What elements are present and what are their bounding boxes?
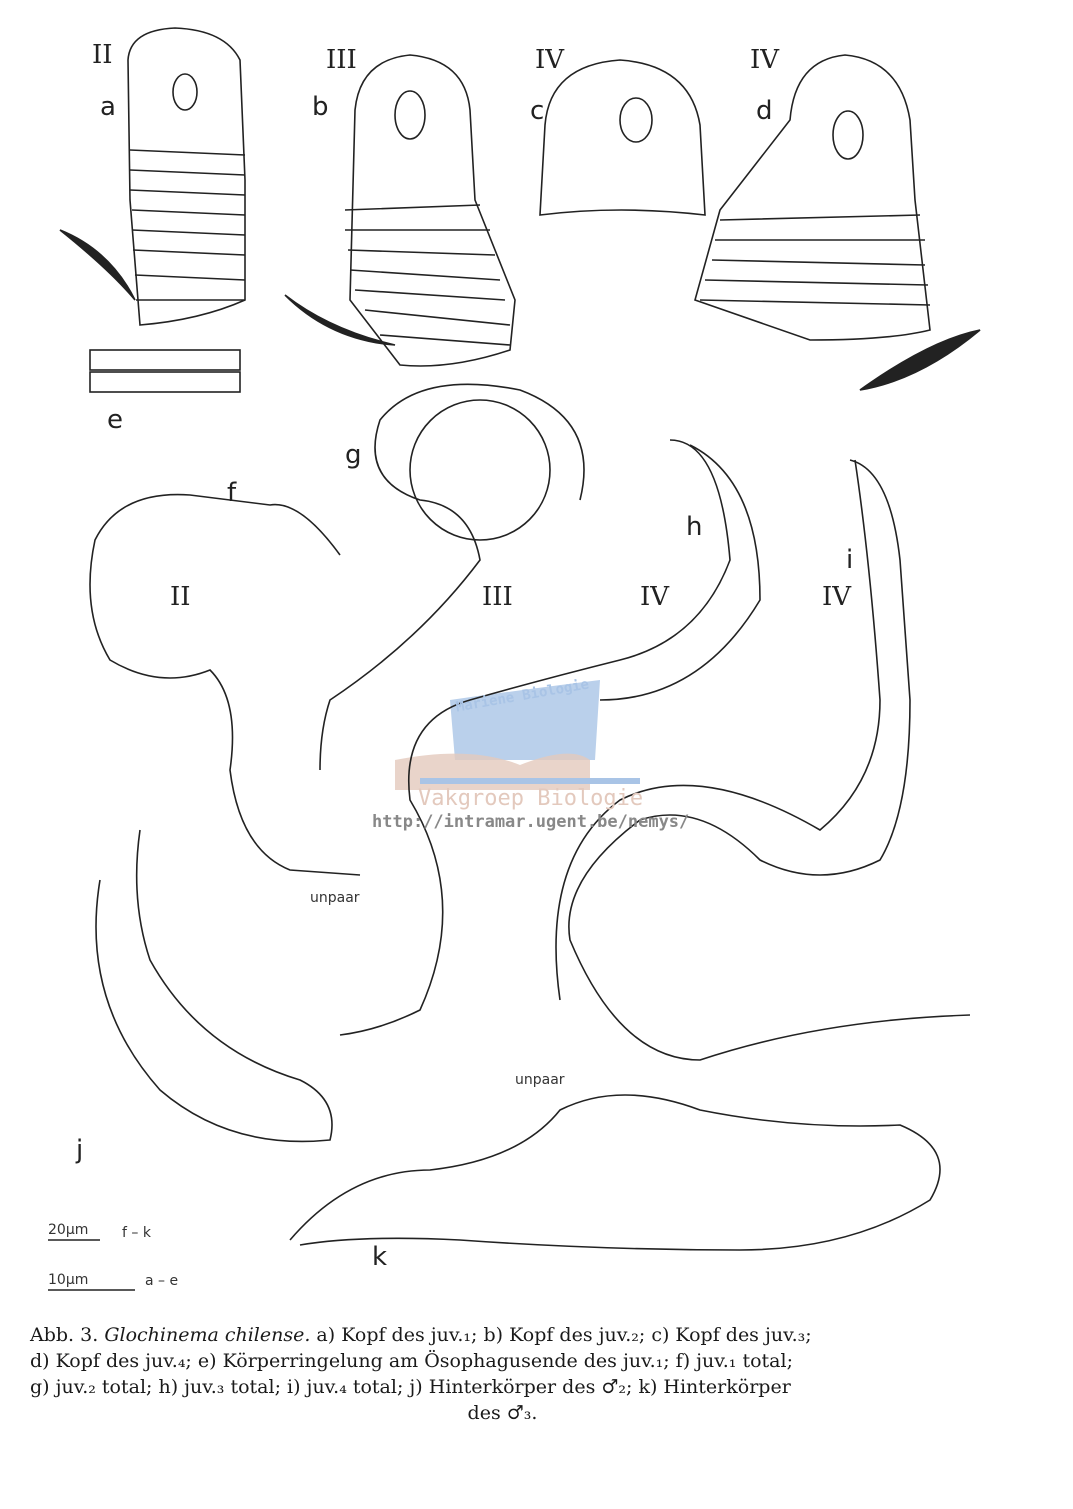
nematode-illustration — [48, 27, 981, 1291]
scale-bar-value: 10µm — [48, 1272, 89, 1288]
panel-label-f: f — [227, 478, 237, 508]
watermark-logo — [395, 680, 640, 790]
head-a — [59, 27, 246, 326]
watermark-middle: Vakgroep Biologie — [418, 786, 644, 811]
scale-bar-range: a – e — [145, 1273, 179, 1289]
head-c — [539, 59, 706, 216]
panel-label-h: h — [686, 512, 703, 542]
panel-label-k: k — [372, 1242, 388, 1272]
cuticle-rings-e — [89, 349, 241, 393]
annotation-unpaar: unpaar — [515, 1072, 565, 1088]
caption-line-3: g) juv.₂ total; h) juv.₃ total; i) juv.₄… — [30, 1376, 791, 1398]
head-d — [694, 54, 981, 391]
caption-line-1: a) Kopf des juv.₁; b) Kopf des juv.₂; c)… — [310, 1324, 812, 1346]
stage-label-d: IV — [750, 45, 780, 75]
figure-caption: Abb. 3. Glochinema chilense. a) Kopf des… — [30, 1322, 975, 1426]
watermark-url: http://intramar.ugent.be/nemys/ — [372, 812, 690, 832]
stage-label-b: III — [326, 45, 357, 75]
panel-label-j: j — [76, 1135, 84, 1165]
panel-label-e: e — [107, 405, 123, 435]
annotation-unpaar: unpaar — [310, 890, 360, 906]
stage-label-a: II — [92, 40, 113, 70]
caption-line-2: d) Kopf des juv.₄; e) Körperringelung am… — [30, 1350, 793, 1372]
head-b — [284, 54, 516, 367]
worm-f — [76, 480, 361, 889]
panel-label-d: d — [756, 96, 773, 126]
scale-bar-value: 20µm — [48, 1222, 89, 1238]
stage-label-f: II — [170, 582, 191, 612]
caption-prefix: Abb. 3. — [30, 1324, 99, 1346]
panel-label-a: a — [100, 92, 116, 122]
stage-label-c: IV — [535, 45, 565, 75]
stage-label-h: IV — [640, 582, 670, 612]
panel-label-g: g — [345, 440, 362, 470]
caption-species: Glochinema chilense. — [104, 1324, 311, 1346]
stage-label-i: IV — [822, 582, 852, 612]
panel-label-i: i — [846, 545, 854, 575]
panel-label-c: c — [530, 96, 545, 126]
stage-label-g: III — [482, 582, 513, 612]
caption-line-4: des ♂₃. — [467, 1402, 538, 1424]
panel-label-b: b — [312, 92, 329, 122]
scale-bar-range: f – k — [122, 1225, 151, 1241]
